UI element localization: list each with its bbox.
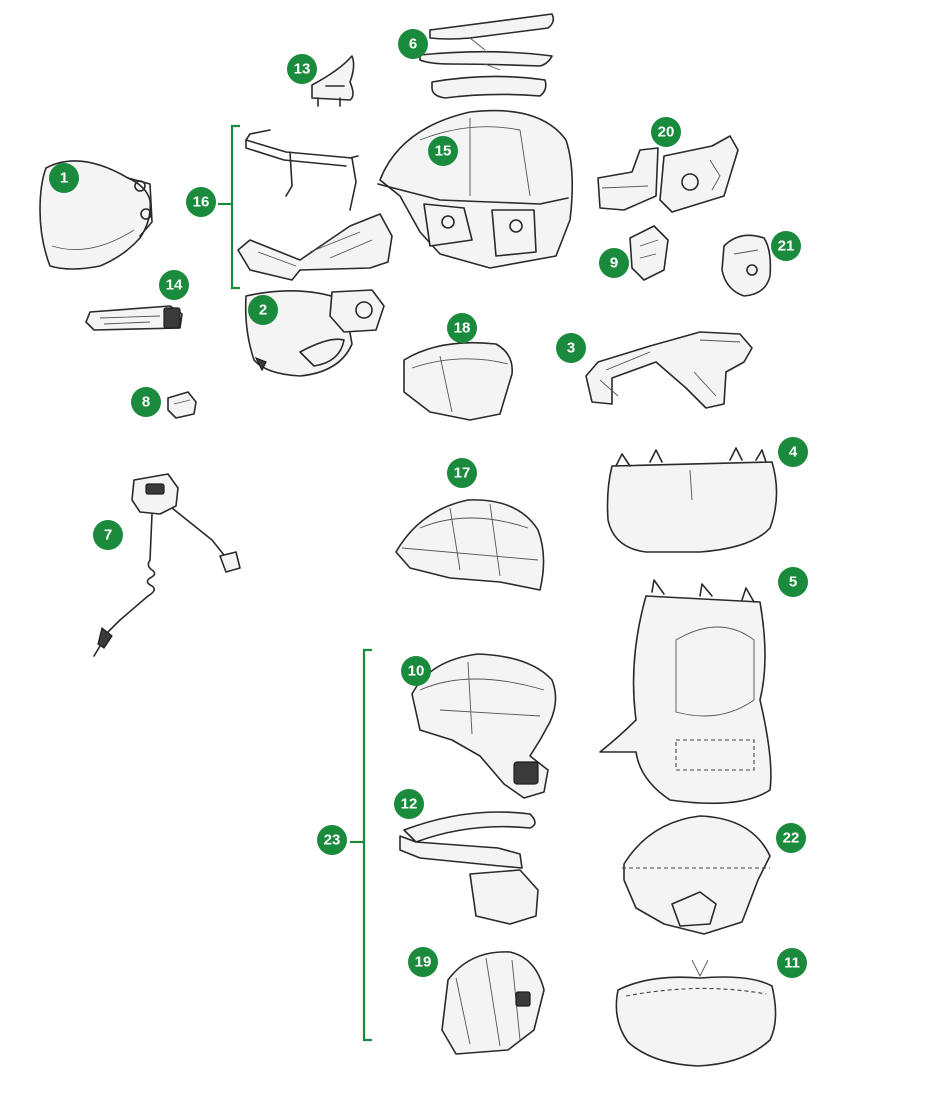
- part-16-frame-lower: [237, 213, 393, 281]
- part-16-frame-upper: [245, 129, 359, 211]
- callout-22-label: 22: [783, 830, 800, 847]
- part-8-clip: [167, 391, 197, 419]
- callout-17-label: 17: [454, 465, 471, 482]
- callout-15-label: 15: [435, 143, 452, 160]
- bracket-23: [350, 648, 372, 1042]
- callout-19: 19: [408, 947, 438, 977]
- callout-16: 16: [186, 187, 216, 217]
- part-20-ear-cup-left: [597, 147, 659, 211]
- part-21-ear-pad: [721, 234, 772, 297]
- part-19-head-straps: [441, 951, 545, 1055]
- part-9-clip: [629, 225, 669, 281]
- part-5-hood: [599, 579, 772, 805]
- callout-12: 12: [394, 789, 424, 819]
- callout-2: 2: [248, 295, 278, 325]
- part-10-inner-harness: [411, 653, 557, 799]
- callout-3: 3: [556, 333, 586, 363]
- callout-1-label: 1: [60, 170, 68, 187]
- part-6-top-pads: [419, 13, 555, 99]
- part-18-neck-flap: [403, 341, 513, 421]
- callout-18: 18: [447, 313, 477, 343]
- callout-1: 1: [49, 163, 79, 193]
- callout-7-label: 7: [104, 527, 112, 544]
- part-11-storage-bag: [615, 959, 777, 1067]
- callout-10: 10: [401, 656, 431, 686]
- part-3-harness: [585, 331, 753, 409]
- callout-13-label: 13: [294, 61, 311, 78]
- callout-9-label: 9: [610, 255, 618, 272]
- callout-5-label: 5: [789, 574, 797, 591]
- callout-14: 14: [159, 270, 189, 300]
- callout-8: 8: [131, 387, 161, 417]
- callout-11-label: 11: [784, 955, 800, 972]
- callout-21: 21: [771, 231, 801, 261]
- callout-2-label: 2: [259, 302, 267, 319]
- callout-21-label: 21: [778, 238, 795, 255]
- callout-6-label: 6: [409, 36, 417, 53]
- part-14-battery: [85, 305, 183, 331]
- callout-11: 11: [777, 948, 807, 978]
- callout-4: 4: [778, 437, 808, 467]
- callout-16-label: 16: [193, 194, 210, 211]
- callout-14-label: 14: [166, 277, 183, 294]
- callout-5: 5: [778, 567, 808, 597]
- callout-19-label: 19: [415, 954, 432, 971]
- callout-18-label: 18: [454, 320, 471, 337]
- callout-20-label: 20: [658, 124, 675, 141]
- callout-9: 9: [599, 248, 629, 278]
- part-15-helmet-shell: [377, 109, 574, 269]
- callout-13: 13: [287, 54, 317, 84]
- callout-7: 7: [93, 520, 123, 550]
- part-20-ear-cup-right: [659, 135, 739, 213]
- callout-12-label: 12: [401, 796, 418, 813]
- callout-23: 23: [317, 825, 347, 855]
- part-7-headset-cable: [93, 473, 241, 657]
- part-13-clip: [311, 55, 355, 107]
- callout-17: 17: [447, 458, 477, 488]
- callout-23-label: 23: [324, 832, 341, 849]
- callout-15: 15: [428, 136, 458, 166]
- callout-8-label: 8: [142, 394, 150, 411]
- part-4-shield: [606, 447, 778, 553]
- part-17-helmet-liner: [395, 499, 545, 591]
- callout-3-label: 3: [567, 340, 575, 357]
- callout-10-label: 10: [408, 663, 425, 680]
- bracket-16: [218, 124, 240, 290]
- callout-22: 22: [776, 823, 806, 853]
- part-12-sweatband: [399, 811, 539, 925]
- callout-6: 6: [398, 29, 428, 59]
- callout-4-label: 4: [789, 444, 798, 461]
- part-22-skull-cap: [622, 815, 771, 935]
- callout-20: 20: [651, 117, 681, 147]
